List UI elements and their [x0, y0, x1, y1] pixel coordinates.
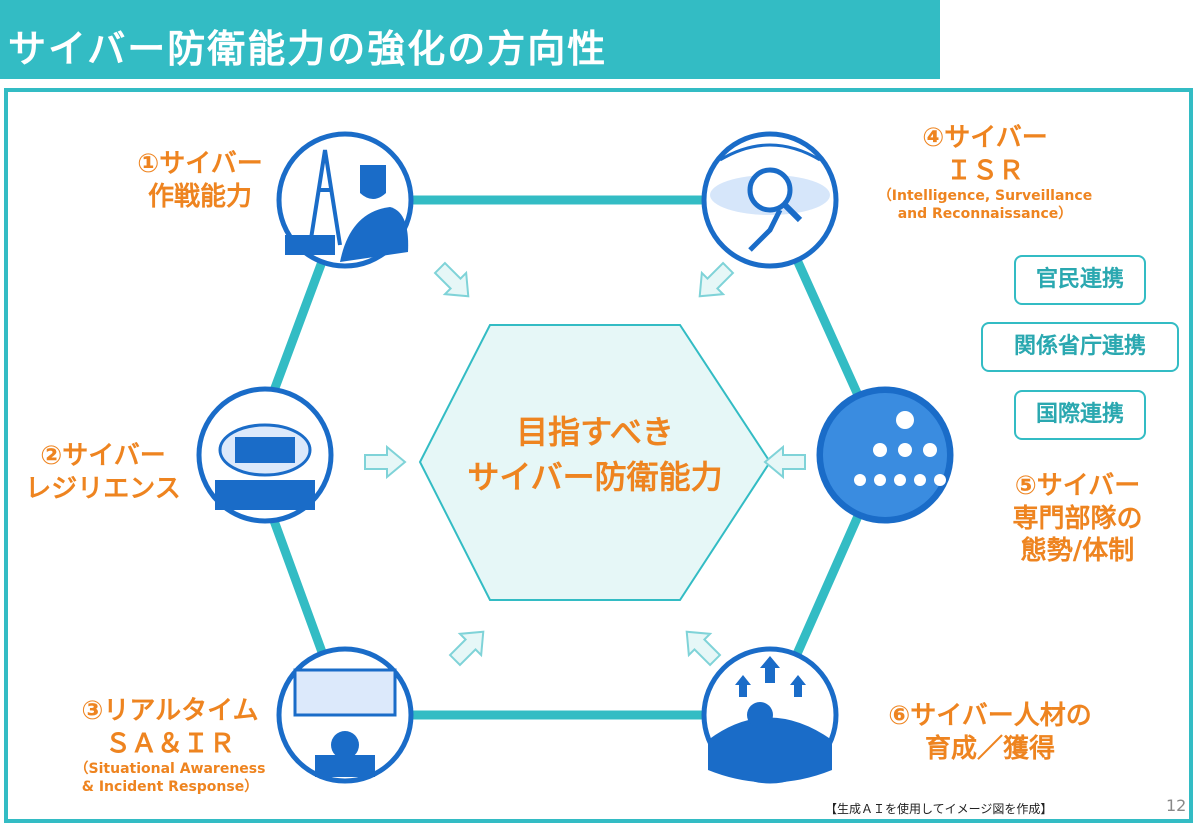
item-3-line2: ＳＡ＆ＩＲ — [104, 728, 235, 759]
item-2-label: ②サイバー レジリエンス — [8, 440, 198, 505]
arrow-icon — [443, 620, 495, 672]
arrow-icon — [764, 446, 806, 478]
power-grid-operator-icon — [276, 131, 414, 269]
item-4-line1: ④サイバー — [922, 123, 1048, 153]
item-1-label: ①サイバー 作戦能力 — [115, 148, 285, 213]
center-goal: 目指すべき サイバー防衛能力 — [420, 410, 770, 500]
item-4-sub2: and Reconnaissance） — [897, 206, 1073, 223]
header-bar: サイバー防衛能力の強化の方向性 — [0, 0, 940, 79]
collab-ministries: 関係省庁連携 — [981, 322, 1179, 372]
item-1-line1: ①サイバー — [137, 149, 263, 179]
item-6-label: ⑥サイバー人材の 育成／獲得 — [855, 700, 1125, 765]
center-line1: 目指すべき — [516, 413, 674, 451]
content-frame — [4, 88, 1193, 823]
talent-growth-icon — [701, 646, 839, 784]
arrow-icon — [675, 620, 727, 672]
item-3-line1: ③リアルタイム — [81, 696, 259, 726]
item-6-line1: ⑥サイバー人材の — [888, 701, 1092, 731]
item-3-sub2: & Incident Response） — [81, 779, 259, 796]
item-3-label: ③リアルタイム ＳＡ＆ＩＲ （Situational Awareness & I… — [55, 695, 285, 796]
collab-international: 国際連携 — [1014, 390, 1146, 440]
item-2-line1: ②サイバー — [40, 441, 166, 471]
page-number: 12 — [1166, 796, 1187, 815]
arrow-icon — [428, 256, 480, 308]
center-hexagon — [418, 324, 772, 601]
team-icon — [816, 386, 954, 524]
globe-magnifier-icon — [701, 131, 839, 269]
item-2-line2: レジリエンス — [25, 473, 181, 504]
arrow-icon — [364, 446, 406, 478]
item-4-label: ④サイバー ＩＳＲ （Intelligence, Surveillance an… — [865, 122, 1105, 223]
item-5-line2: 専門部隊の — [1012, 503, 1143, 534]
item-4-line2: ＩＳＲ — [945, 155, 1024, 186]
item-3-sub1: （Situational Awareness — [74, 761, 266, 777]
page-title: サイバー防衛能力の強化の方向性 — [8, 27, 608, 71]
arrow-icon — [688, 256, 740, 308]
item-4-sub1: （Intelligence, Surveillance — [877, 188, 1093, 204]
item-5-line1: ⑤サイバー — [1014, 471, 1141, 501]
footnote: 【生成ＡＩを使用してイメージ図を作成】 — [825, 802, 1053, 816]
collab-public-private: 官民連携 — [1014, 255, 1146, 305]
item-5-label: ⑤サイバー 専門部隊の 態勢/体制 — [990, 470, 1165, 568]
operations-center-icon — [276, 646, 414, 784]
cloud-server-icon — [196, 386, 334, 524]
center-line2: サイバー防衛能力 — [467, 457, 723, 496]
item-5-line3: 態勢/体制 — [1020, 536, 1135, 566]
item-6-line2: 育成／獲得 — [924, 733, 1055, 764]
item-1-line2: 作戦能力 — [147, 181, 252, 212]
